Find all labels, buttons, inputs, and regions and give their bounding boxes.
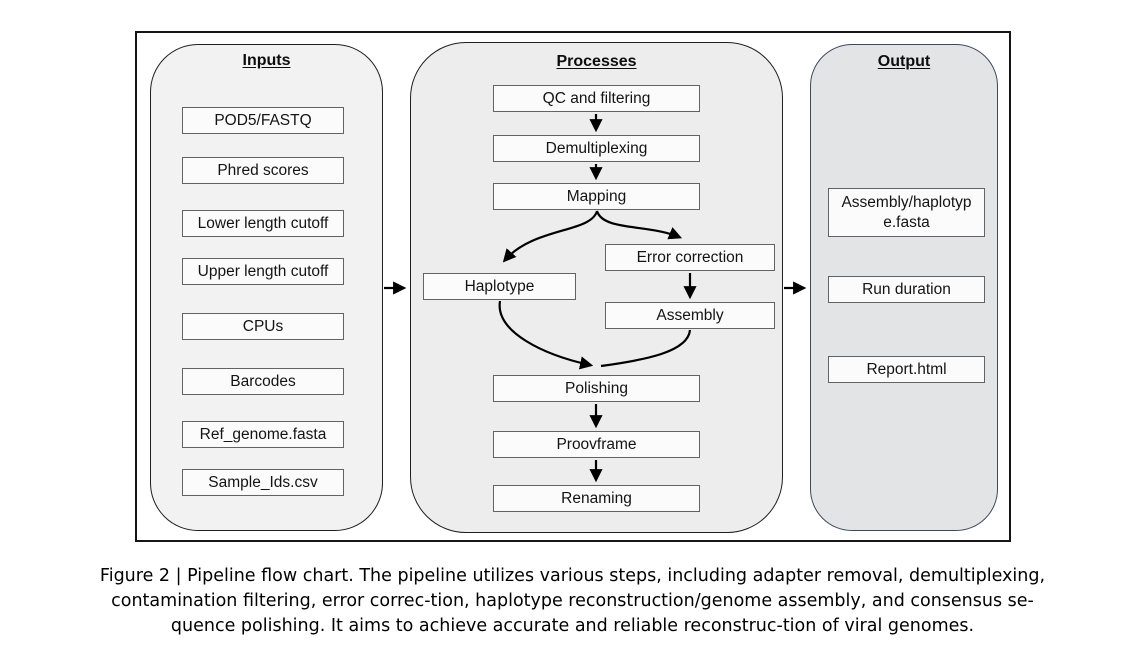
output-node-run-duration: Run duration — [828, 276, 985, 303]
input-node-pod5-fastq: POD5/FASTQ — [182, 107, 344, 134]
process-node-assembly: Assembly — [605, 302, 775, 329]
input-node-barcodes: Barcodes — [182, 368, 344, 395]
output-node-report-html: Report.html — [828, 356, 985, 383]
process-node-renaming: Renaming — [493, 485, 700, 512]
input-node-lower-length-cutoff: Lower length cutoff — [182, 210, 344, 237]
input-node-upper-length-cutoff: Upper length cutoff — [182, 258, 344, 285]
caption-line-2: contamination filtering, error correc-ti… — [111, 591, 1034, 611]
processes-title: Processes — [556, 53, 637, 70]
output-title: Output — [877, 53, 931, 70]
output-node-assembly-haplotype-fasta: Assembly/haplotype.fasta — [828, 188, 985, 237]
process-node-mapping: Mapping — [493, 183, 700, 210]
inputs-title: Inputs — [242, 52, 291, 69]
caption-line-3: quence polishing. It aims to achieve acc… — [170, 616, 975, 636]
input-node-phred-scores: Phred scores — [182, 157, 344, 184]
process-node-demultiplexing: Demultiplexing — [493, 135, 700, 162]
process-node-haplotype: Haplotype — [423, 273, 576, 300]
input-node-ref-genome-fasta: Ref_genome.fasta — [182, 421, 344, 448]
input-node-cpus: CPUs — [182, 313, 344, 340]
process-node-error-correction: Error correction — [605, 244, 775, 271]
process-node-qc-and-filtering: QC and filtering — [493, 85, 700, 112]
caption-line-1: Figure 2 | Pipeline flow chart. The pipe… — [99, 566, 1046, 586]
process-node-polishing: Polishing — [493, 375, 700, 402]
process-node-proovframe: Proovframe — [493, 431, 700, 458]
figure-caption: Figure 2 | Pipeline flow chart. The pipe… — [0, 564, 1145, 639]
input-node-sample-ids-csv: Sample_Ids.csv — [182, 469, 344, 496]
